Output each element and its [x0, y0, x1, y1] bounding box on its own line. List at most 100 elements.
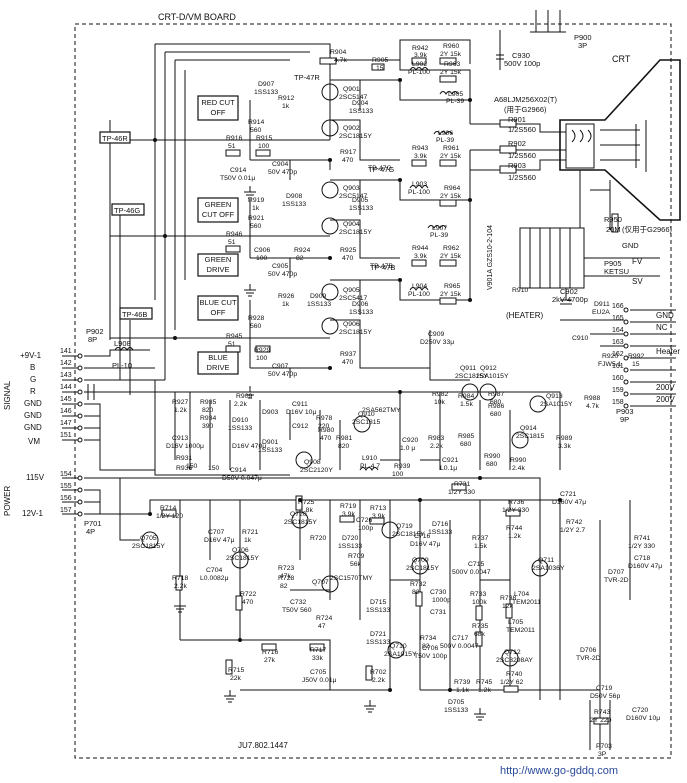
component-label: 1/2Y 330: [502, 507, 529, 514]
component-label: R743: [594, 709, 610, 716]
component-label: 2SA1015Y: [540, 401, 573, 408]
rc-name-200v-a: 200V: [656, 383, 675, 392]
power-pin-156: 156: [60, 495, 72, 502]
component-label: D160V 47μ: [552, 499, 586, 506]
c930-label: C930: [512, 51, 530, 60]
component-label: R744: [506, 525, 522, 532]
r950-value: 20M: [606, 225, 621, 234]
block-blue-drive-label: BLUE DRIVE: [206, 353, 230, 372]
component-label: PL-100: [408, 69, 430, 76]
component-label: Q910: [358, 411, 375, 418]
component-label: 50V 470p: [268, 271, 297, 278]
p701-label: P701: [84, 519, 102, 528]
component-label: L0.1μ: [440, 465, 457, 472]
component-label: 1k: [252, 205, 260, 212]
component-label: 1.2k: [478, 687, 491, 694]
component-label: R720: [310, 535, 326, 542]
component-label: R927: [172, 399, 188, 406]
component-label: R717: [310, 647, 326, 654]
component-label: 33k: [312, 655, 324, 662]
component-label: R981: [336, 435, 352, 442]
component-label: 4.7k: [334, 57, 347, 64]
tp-46b-box: [119, 307, 153, 320]
component-label: 82: [280, 583, 288, 590]
component-label: PL-39: [430, 232, 448, 239]
p900-pins: 3P: [578, 41, 587, 50]
component-label: R714: [160, 505, 176, 512]
component-label: D16V 1000μ: [166, 443, 204, 450]
component-label: 82: [412, 589, 420, 596]
component-label: R982: [432, 391, 448, 398]
component-label: R915: [256, 135, 272, 142]
crt-gnd: GND: [622, 241, 639, 250]
component-label: C715: [468, 561, 484, 568]
component-label: D16V 47μ: [410, 541, 440, 548]
component-label: R986: [488, 403, 504, 410]
power-pin-155: 155: [60, 483, 72, 490]
component-label: 2SA1015Y: [476, 373, 509, 380]
component-label: PL-100: [408, 189, 430, 196]
component-label: 51: [228, 239, 236, 246]
component-label: D50V 0.047μ: [222, 475, 262, 482]
rc-pin-162: 162: [612, 351, 624, 358]
component-label: 4.7k: [586, 403, 599, 410]
component-label: FJW5 1: [598, 361, 622, 368]
component-label: D901: [262, 439, 278, 446]
component-label: 82: [296, 255, 304, 262]
component-label: 100: [258, 143, 270, 150]
p902-label: P902: [86, 327, 104, 336]
signal-pin-141: 141: [60, 348, 72, 355]
component-label: 1.5k: [460, 401, 473, 408]
component-label: D50V 56p: [590, 693, 620, 700]
component-label: 1/2Y 120: [156, 513, 183, 520]
component-label: 2SC1815Y: [339, 329, 372, 336]
component-label: R741: [634, 535, 650, 542]
component-label: 1SS133: [366, 607, 390, 614]
component-label: R960: [443, 43, 459, 50]
r903-label: R903: [508, 161, 526, 170]
component-label: D250V 33μ: [420, 339, 454, 346]
component-label: L906: [438, 130, 453, 137]
block-red-cutoff-label: RED CUT OFF: [201, 98, 235, 117]
component-label: 820: [202, 407, 214, 414]
component-label: Q707: [312, 579, 329, 586]
component-label: TEM2011: [512, 599, 541, 606]
component-label: C704: [206, 567, 222, 574]
signal-name-gnd2: GND: [24, 411, 42, 420]
component-label: R909: [236, 393, 252, 400]
inductors-video: [409, 67, 459, 291]
rc-pin-159: 159: [612, 387, 624, 394]
signal-pin-143: 143: [60, 372, 72, 379]
component-label: 2SC5417: [339, 295, 368, 302]
component-label: R985: [458, 433, 474, 440]
component-label: 2Y 15k: [440, 193, 462, 200]
component-label: 1k: [282, 301, 290, 308]
component-label: R939: [394, 463, 410, 470]
component-label: L902: [412, 61, 427, 68]
block-green-cutoff-label: GREEN CUT OFF: [201, 200, 235, 219]
component-label: 470: [342, 359, 354, 366]
rc-name-nc: NC: [656, 323, 668, 332]
r901-r903-group: [470, 119, 566, 174]
component-label: C718: [634, 555, 650, 562]
component-label: C914: [230, 167, 246, 174]
component-label: L907: [432, 225, 447, 232]
component-label: R715: [228, 667, 244, 674]
component-label: 1/2Y 330: [448, 489, 475, 496]
component-label: C731: [430, 609, 446, 616]
component-label: 3.9k: [414, 253, 427, 260]
component-label: 1SS133: [228, 425, 252, 432]
component-label: R942: [412, 45, 428, 52]
component-label: C904: [272, 161, 288, 168]
component-label: Q720: [290, 511, 307, 518]
power-connector: [62, 475, 560, 541]
tp-46g-box: [111, 203, 145, 216]
crt-socket-label: V901A GZS10-2-104: [487, 225, 494, 290]
component-label: 680: [490, 399, 502, 406]
component-label: 51: [228, 143, 236, 150]
component-label: R718: [172, 575, 188, 582]
component-label: 2SC1815: [352, 419, 381, 426]
component-label: Q906: [343, 321, 360, 328]
component-label: C921: [442, 457, 458, 464]
tp-47g: TP-47G: [368, 165, 394, 174]
